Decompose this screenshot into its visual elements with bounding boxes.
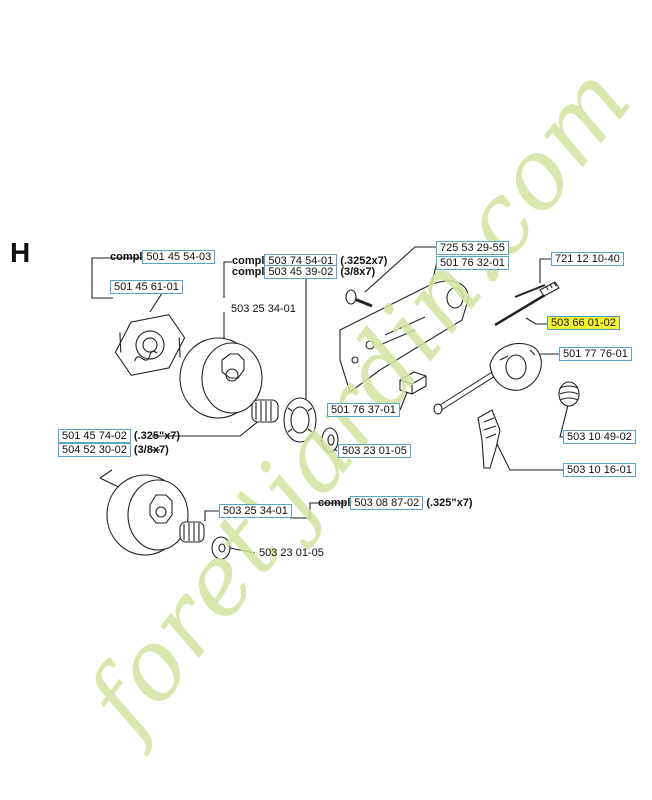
oil-pump <box>433 342 542 415</box>
part-number[interactable]: 503 08 87-02 <box>350 496 424 510</box>
part-number[interactable]: 503 74 54-01 <box>264 254 338 268</box>
part-number[interactable]: 501 77 76-01 <box>559 347 632 361</box>
part-number[interactable]: 503 10 16-01 <box>563 463 636 477</box>
needle-bearing-upper <box>251 399 279 423</box>
washer-lower <box>211 536 231 560</box>
callout-503-10-16-01: 503 10 16-01 <box>563 463 636 477</box>
part-number[interactable]: 501 45 74-02 <box>58 429 131 443</box>
callout-501-45-61-01: 501 45 61-01 <box>110 280 183 294</box>
adjusting-screw <box>494 281 560 327</box>
part-number[interactable]: 501 45 54-03 <box>142 250 216 264</box>
callout-721-12-10-40: 721 12 10-40 <box>551 252 624 266</box>
compl-label: compl <box>232 255 265 267</box>
callout-501-77-76-01: 501 77 76-01 <box>559 347 632 361</box>
callout-503-23-01-05-upper: 503 23 01-05 <box>338 444 411 458</box>
callout-501-45-74-02: 501 45 74-02 (.325"x7) <box>58 429 181 443</box>
compl-label: compl <box>318 497 351 509</box>
highlighted-part-number[interactable]: 503 66 01-02 <box>547 316 620 330</box>
callout-503-23-01-05-lower: 503 23 01-05 <box>256 547 327 560</box>
part-number[interactable]: 503 10 49-02 <box>563 430 636 444</box>
section-letter: H <box>10 237 31 268</box>
part-number[interactable]: 503 23 01-05 <box>259 547 324 559</box>
spring <box>558 381 580 407</box>
washer-upper <box>321 427 339 453</box>
callout-725-53-29-55: 725 53 29-55 <box>436 241 509 255</box>
callout-503-25-34-01-lower: 503 25 34-01 <box>219 504 292 518</box>
clutch-drum-upper <box>179 337 263 419</box>
compl-label: compl <box>232 266 265 278</box>
part-number[interactable]: 725 53 29-55 <box>436 241 509 255</box>
size-label: (3/8x7) <box>133 444 169 456</box>
clutch-assembly <box>114 314 186 376</box>
needle-bearing-lower <box>179 521 205 543</box>
callout-503-66-01-02: 503 66 01-02 <box>547 316 620 330</box>
callout-504-52-30-02: 504 52 30-02 (3/8x7) <box>58 443 169 457</box>
clutch-drum-lower <box>99 469 189 556</box>
pin <box>514 284 546 298</box>
size-label: (.3252x7) <box>340 255 388 267</box>
tensioner-nut <box>399 371 427 395</box>
part-number[interactable]: 501 76 32-01 <box>436 256 509 270</box>
part-number[interactable]: 501 76 37-01 <box>327 403 400 417</box>
callout-503-10-49-02: 503 10 49-02 <box>563 430 636 444</box>
callout-503-25-34-01-upper: 503 25 34-01 <box>228 303 299 316</box>
callout-501-76-37-01: 501 76 37-01 <box>327 403 400 417</box>
size-label: (.325"x7) <box>426 497 473 509</box>
callout-501-76-32-01: 501 76 32-01 <box>436 256 509 270</box>
part-number[interactable]: 503 23 01-05 <box>338 444 411 458</box>
size-label: (.325"x7) <box>133 430 181 442</box>
part-number[interactable]: 503 25 34-01 <box>219 504 292 518</box>
part-number[interactable]: 503 45 39-02 <box>264 265 338 279</box>
size-label: (3/8x7) <box>340 266 376 278</box>
worm-gear <box>477 409 501 469</box>
part-number[interactable]: 721 12 10-40 <box>551 252 624 266</box>
part-number[interactable]: 501 45 61-01 <box>110 280 183 294</box>
part-number[interactable]: 504 52 30-02 <box>58 443 131 457</box>
guide-plate <box>339 280 469 393</box>
compl-label: compl <box>110 251 143 263</box>
part-number[interactable]: 503 25 34-01 <box>231 303 296 315</box>
screw <box>345 289 373 308</box>
rim-sprocket <box>283 397 317 443</box>
